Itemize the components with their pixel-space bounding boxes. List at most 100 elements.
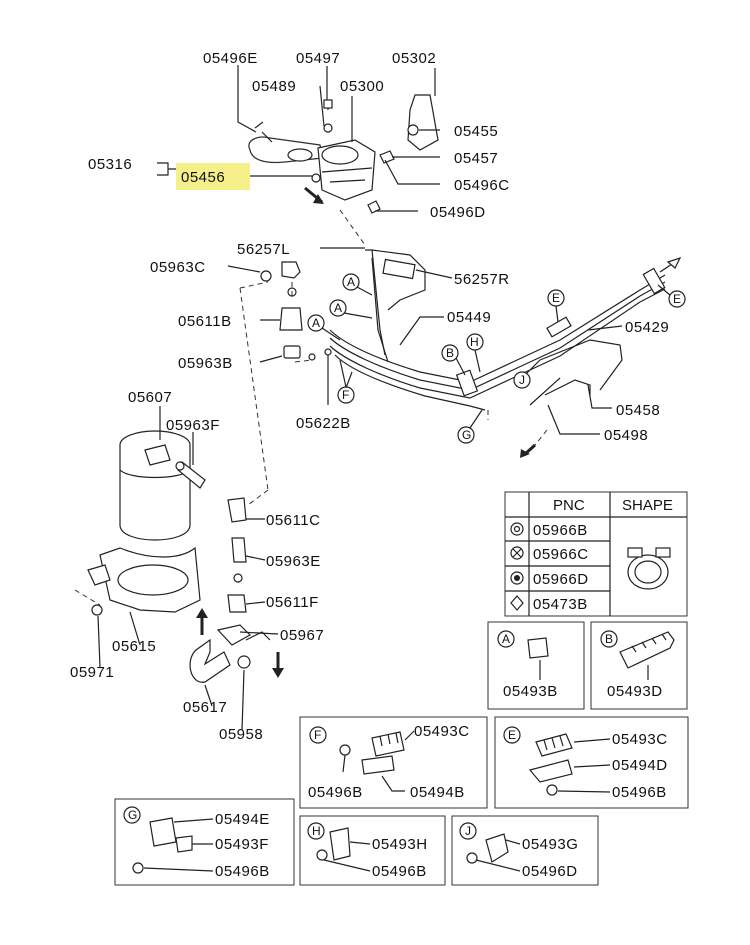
- label-05971: 05971: [70, 664, 114, 681]
- callout-A-3: A: [307, 314, 341, 341]
- table-row-05966B: 05966B: [533, 522, 588, 539]
- part-labels: 05496E 05497 05302 05489 05300 05455 053…: [70, 50, 669, 743]
- detail-box-E: E 05493C 05494D 05496B: [494, 716, 689, 809]
- detail-box-J: J 05493G 05496D: [451, 815, 599, 886]
- label-05611B: 05611B: [178, 313, 232, 330]
- detail-G-part-05496B: 05496B: [215, 863, 270, 880]
- detail-G-part-05493F: 05493F: [215, 836, 269, 853]
- callout-A-1: A: [342, 273, 373, 296]
- label-05456: 05456: [181, 169, 225, 186]
- table-header-shape: SHAPE: [622, 497, 673, 514]
- detail-F-part-05494B: 05494B: [410, 784, 465, 801]
- svg-text:J: J: [519, 373, 525, 387]
- label-05300: 05300: [340, 78, 384, 95]
- table-header-pnc: PNC: [553, 497, 585, 514]
- callouts: A A A F B H G: [307, 273, 686, 444]
- detail-E-part-05493C: 05493C: [612, 731, 668, 748]
- svg-text:E: E: [552, 291, 560, 305]
- table-row-05473B: 05473B: [533, 596, 588, 613]
- label-05617: 05617: [183, 699, 227, 716]
- label-05963B: 05963B: [178, 355, 233, 372]
- svg-text:G: G: [462, 428, 471, 442]
- table-row-05966C: 05966C: [533, 546, 589, 563]
- svg-text:J: J: [465, 824, 471, 838]
- table-row-05966D: 05966D: [533, 571, 589, 588]
- label-05958: 05958: [219, 726, 263, 743]
- svg-text:A: A: [347, 275, 355, 289]
- svg-text:A: A: [334, 301, 342, 315]
- callout-E-1: E: [547, 289, 565, 323]
- pnc-table: PNC SHAPE 05966B 05966C 05966D 05473B: [504, 491, 688, 617]
- label-05967: 05967: [280, 627, 324, 644]
- svg-text:A: A: [312, 316, 320, 330]
- detail-box-A: A 05493B: [487, 621, 585, 710]
- detail-J-part-05493G: 05493G: [522, 836, 578, 853]
- leaders-lower: [97, 406, 279, 731]
- label-56257L: 56257L: [237, 241, 290, 258]
- detail-box-H: H 05493H 05496B: [299, 815, 446, 886]
- callout-A-2: A: [329, 299, 373, 319]
- detail-box-B: B 05493D: [590, 621, 688, 710]
- label-05449: 05449: [447, 309, 491, 326]
- label-05622B: 05622B: [296, 415, 351, 432]
- clamp-shape-icon: [627, 547, 671, 590]
- detail-A-part-05493B: 05493B: [503, 683, 558, 700]
- svg-text:E: E: [508, 728, 516, 742]
- detail-H-part-05496B: 05496B: [372, 863, 427, 880]
- detail-H-part-05493H: 05493H: [372, 836, 428, 853]
- label-05497: 05497: [296, 50, 340, 67]
- pipe-assembly: [324, 209, 682, 458]
- label-05316: 05316: [88, 156, 132, 173]
- svg-text:F: F: [342, 388, 349, 402]
- label-05607: 05607: [128, 389, 172, 406]
- callout-H: H: [466, 333, 484, 373]
- label-05302: 05302: [392, 50, 436, 67]
- detail-B-part-05493D: 05493D: [607, 683, 663, 700]
- highlight-05456: [176, 163, 250, 190]
- top-assembly: [248, 94, 439, 214]
- label-05457: 05457: [454, 150, 498, 167]
- callout-F: F: [337, 371, 355, 404]
- detail-box-G: G 05494E 05493F 05496B: [114, 798, 295, 886]
- label-05498: 05498: [604, 427, 648, 444]
- label-56257R: 56257R: [454, 271, 510, 288]
- leaders-top: [157, 65, 440, 212]
- detail-E-part-05494D: 05494D: [612, 757, 668, 774]
- svg-text:B: B: [446, 346, 454, 360]
- detail-box-F: F 05493C 05496B 05494B: [299, 716, 488, 809]
- left-hose-parts: [239, 261, 316, 506]
- label-05458: 05458: [616, 402, 660, 419]
- detail-J-part-05496D: 05496D: [522, 863, 578, 880]
- svg-text:B: B: [605, 632, 613, 646]
- label-05611C: 05611C: [266, 512, 320, 529]
- label-05489: 05489: [252, 78, 296, 95]
- detail-F-part-05496B: 05496B: [308, 784, 363, 801]
- svg-text:G: G: [128, 808, 137, 822]
- callout-G: G: [457, 409, 483, 444]
- label-05963C: 05963C: [150, 259, 206, 276]
- label-05611F: 05611F: [266, 594, 319, 611]
- label-05455: 05455: [454, 123, 498, 140]
- svg-text:F: F: [314, 728, 321, 742]
- label-05496C: 05496C: [454, 177, 510, 194]
- callout-J: J: [513, 359, 541, 389]
- label-05429: 05429: [625, 319, 669, 336]
- detail-G-part-05494E: 05494E: [215, 811, 270, 828]
- label-05496E: 05496E: [203, 50, 258, 67]
- label-05963E: 05963E: [266, 553, 321, 570]
- detail-F-part-05493C: 05493C: [414, 723, 470, 740]
- svg-text:H: H: [312, 824, 321, 838]
- label-05963F: 05963F: [166, 417, 220, 434]
- svg-text:E: E: [673, 292, 681, 306]
- hose-chain: [189, 497, 284, 683]
- callout-B: B: [441, 344, 466, 376]
- canister: [74, 430, 206, 616]
- callout-E-2: E: [657, 284, 686, 308]
- detail-E-part-05496B: 05496B: [612, 784, 667, 801]
- label-05496D: 05496D: [430, 204, 486, 221]
- label-05615: 05615: [112, 638, 156, 655]
- svg-text:H: H: [470, 335, 479, 349]
- svg-text:A: A: [502, 632, 510, 646]
- leaders-middle: [227, 247, 623, 435]
